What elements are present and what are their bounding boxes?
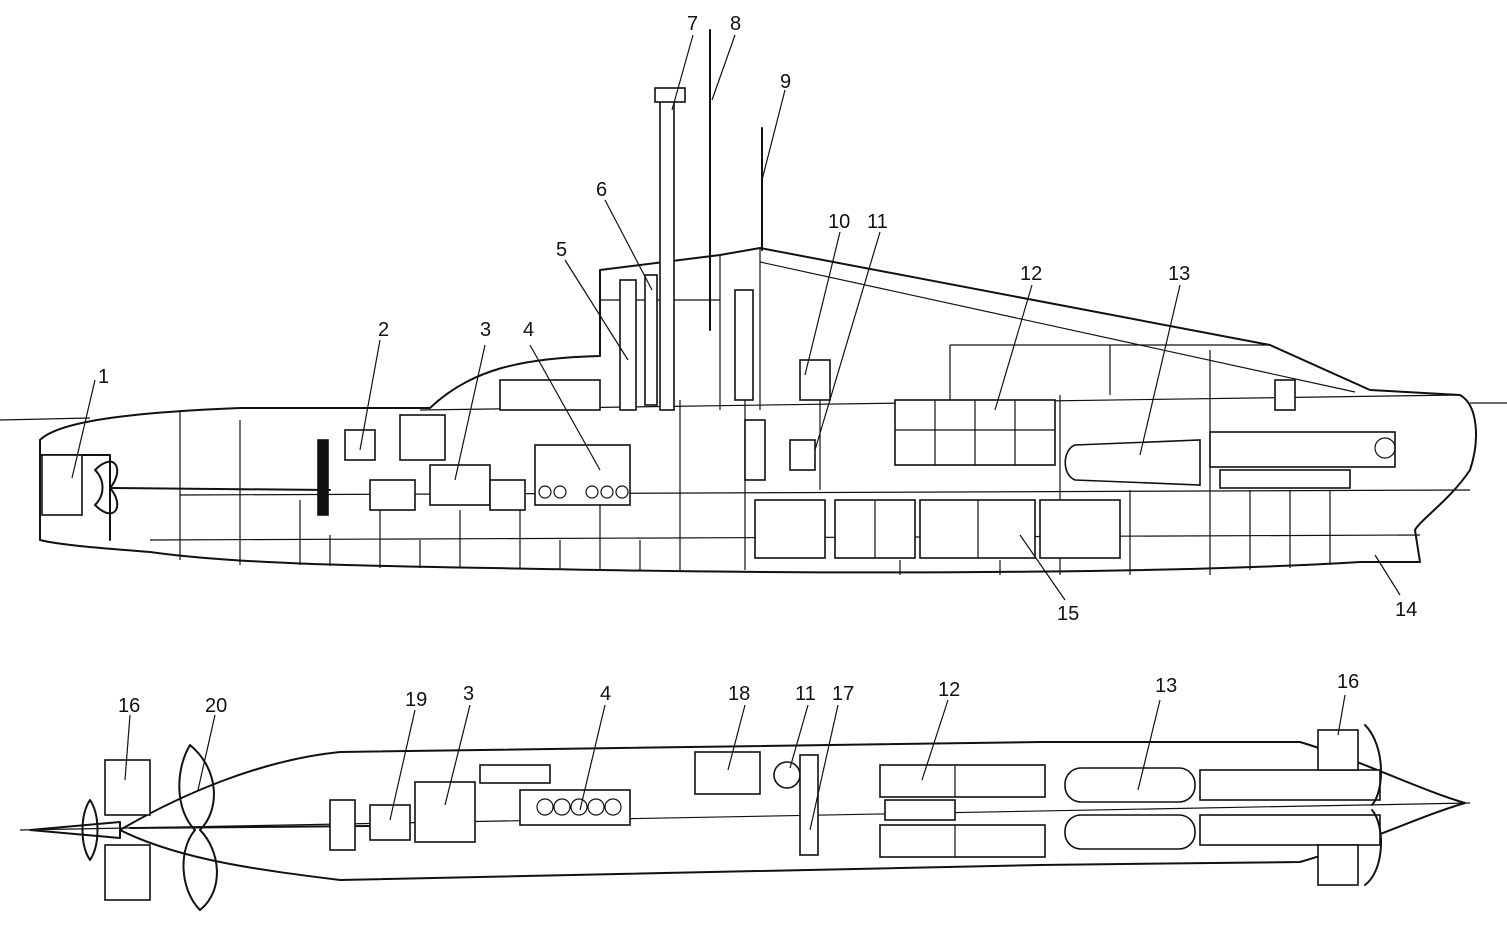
plan-motor — [369, 804, 411, 841]
plan-callout-17: 17 — [832, 683, 854, 705]
generator-cylinders — [538, 485, 629, 499]
profile-view: 1 2 3 4 5 6 7 8 9 10 11 12 13 14 15 — [0, 13, 1507, 625]
auxiliary-unit — [399, 414, 446, 461]
plan-exhaust — [479, 764, 551, 784]
plan-callout-20: 20 — [205, 695, 227, 717]
plan-torpedo-tube-starboard — [1199, 814, 1381, 846]
jumping-wire — [759, 261, 1356, 393]
profile-callouts: 1 2 3 4 5 6 7 8 9 10 11 12 13 14 15 — [98, 13, 1417, 625]
diesel-engine — [429, 464, 491, 506]
callout-12: 12 — [1020, 263, 1042, 285]
gyro-unit — [789, 439, 816, 471]
callout-9: 9 — [780, 71, 791, 93]
plan-diesel — [414, 781, 476, 843]
plan-callout-19: 19 — [405, 689, 427, 711]
plan-torpedo-tube-port — [1199, 769, 1381, 801]
plan-view: 16 20 19 3 4 18 11 17 12 13 16 — [19, 671, 1471, 911]
stern-plane-upper — [104, 759, 151, 816]
bow-plane-upper — [1317, 729, 1359, 771]
plan-stern-tail — [29, 821, 121, 839]
bow-cap — [1274, 379, 1296, 411]
profile-leaders — [71, 34, 1401, 601]
ballast-tanks — [754, 499, 1121, 559]
plan-generator-cylinders — [536, 798, 622, 816]
torpedo-nose — [1374, 437, 1396, 459]
casing-frames — [949, 344, 1270, 400]
control-room — [694, 751, 761, 795]
hull-outline — [39, 247, 1477, 574]
periscope-head — [654, 87, 686, 103]
callout-10: 10 — [828, 211, 850, 233]
callout-7: 7 — [687, 13, 698, 35]
periscope — [659, 99, 675, 411]
plan-compass — [773, 761, 801, 789]
rudder — [41, 454, 83, 516]
plan-propeller-guard — [178, 744, 218, 911]
plan-leaders — [124, 694, 1346, 831]
callout-1: 1 — [98, 366, 109, 388]
centreline — [19, 802, 1471, 831]
waterline-left — [0, 417, 91, 421]
callout-2: 2 — [378, 319, 389, 341]
plan-callout-4: 4 — [600, 683, 611, 705]
propeller-shaft — [109, 487, 331, 491]
main-motor — [344, 429, 376, 461]
callout-15: 15 — [1057, 603, 1079, 625]
compass-binnacle — [799, 359, 831, 401]
plan-flywheel — [329, 799, 356, 851]
plan-generator — [519, 789, 631, 826]
callout-11: 11 — [867, 211, 888, 233]
hatch-trunk — [734, 289, 754, 401]
keel-plates — [329, 535, 1001, 575]
plan-callout-12: 12 — [938, 679, 960, 701]
callout-6: 6 — [596, 179, 607, 201]
plan-hatch — [799, 754, 819, 856]
torpedo-upper — [1209, 431, 1396, 468]
plan-callout-16-bow: 16 — [1337, 671, 1359, 693]
snorkel-mast — [619, 279, 637, 411]
callout-14: 14 — [1395, 599, 1417, 621]
diesel-gearbox — [489, 479, 526, 511]
control-console — [744, 419, 766, 481]
plan-callout-16-stern: 16 — [118, 695, 140, 717]
callout-4: 4 — [523, 319, 534, 341]
air-mast — [644, 274, 658, 406]
plan-callout-18: 18 — [728, 683, 750, 705]
exhaust-unit — [499, 379, 601, 411]
battery-racks — [894, 399, 1056, 466]
plan-callouts: 16 20 19 3 4 18 11 17 12 13 16 — [118, 671, 1359, 717]
plan-callout-13: 13 — [1155, 675, 1177, 697]
plan-torpedo-port — [1064, 767, 1196, 803]
stern-plane-lower — [104, 844, 151, 901]
plan-propeller — [81, 799, 99, 861]
plan-callout-11: 11 — [795, 683, 816, 705]
callout-3: 3 — [480, 319, 491, 341]
bow-plane-lower — [1317, 844, 1359, 886]
propeller — [94, 460, 119, 515]
bow-plane-fins — [1364, 724, 1382, 886]
callout-8: 8 — [730, 13, 741, 35]
plan-torpedo-starboard — [1064, 814, 1196, 850]
callout-13: 13 — [1168, 263, 1190, 285]
plan-callout-3: 3 — [463, 683, 474, 705]
torpedo-tube-upper — [1064, 439, 1201, 486]
callout-5: 5 — [556, 239, 567, 261]
plan-battery — [879, 764, 1046, 858]
clutch-unit — [369, 479, 416, 511]
torpedo-lower — [1219, 469, 1351, 489]
